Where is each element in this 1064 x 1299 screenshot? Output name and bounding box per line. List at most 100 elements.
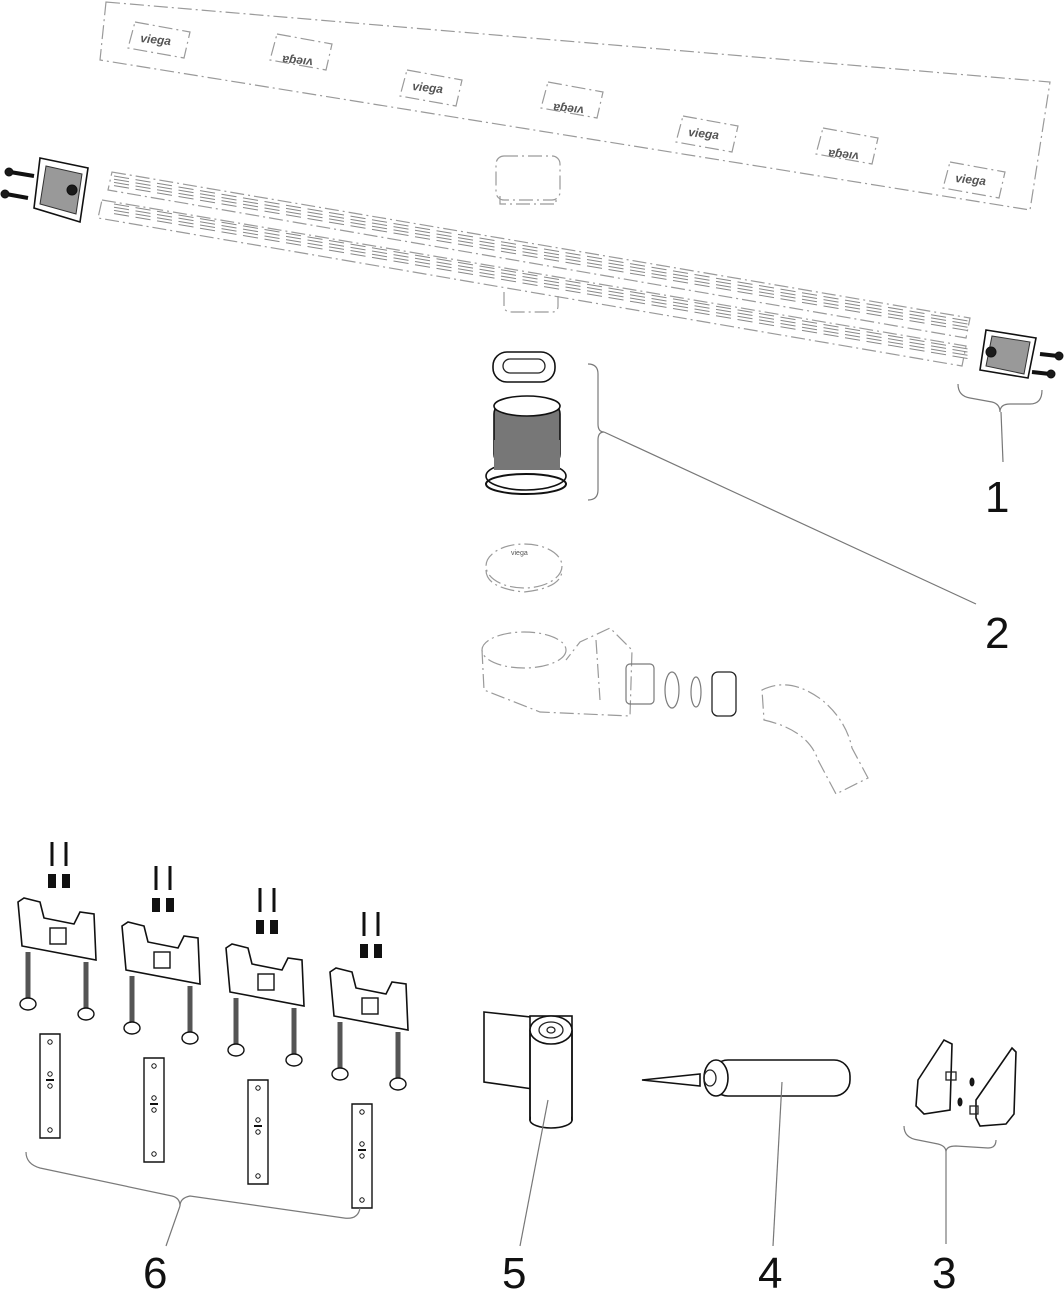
rib-line [221,221,237,226]
rib-line [543,286,560,290]
rib-line [221,231,237,235]
rib-line [909,316,925,321]
rib-line [629,263,646,267]
rib-line [371,247,388,251]
rib-line [350,243,366,248]
rib-line [414,229,431,234]
foot-pad [123,1021,141,1035]
mounting-plate [39,1033,61,1139]
rib-line [371,250,388,254]
rib-line [328,249,345,254]
mounting-plate [247,1079,269,1185]
rib-line [844,327,861,332]
bracket [329,967,409,1031]
rib-line [371,228,388,233]
plate-hole [151,1063,157,1069]
rib-line [113,175,130,179]
anchor-icon [360,944,368,958]
rib-line [350,253,366,257]
rib-line [242,235,259,239]
rib-line [780,288,796,293]
plate-hole [47,1039,53,1045]
rib-line [242,207,259,211]
rib-line [780,291,796,296]
rib-line [393,229,409,233]
rib-line [436,236,452,241]
rib-line [285,232,302,237]
rib-line [608,293,624,298]
rib-line [930,317,947,321]
rib-line [242,203,259,208]
rib-line [866,334,882,338]
rib-line [178,189,194,194]
rib-line [909,310,925,315]
rib-line [436,239,452,244]
bracket [225,943,305,1007]
rib-line [758,316,775,320]
rib-line [479,237,495,242]
bracket-window [257,973,275,991]
rib-line [887,341,904,345]
rib-line [350,222,366,226]
rib-line [393,260,409,265]
rib-line [844,302,861,307]
plate-hole [255,1117,261,1123]
rib-line [952,317,968,322]
rib-line [565,255,581,259]
rib-line [414,264,431,268]
rib-line [414,236,431,240]
rib-line [199,196,216,200]
rib-line [823,330,839,334]
rib-line [156,189,173,193]
rib-line [586,287,603,291]
rib-line [457,261,474,266]
rib-line [479,265,495,270]
rib-line [350,215,366,220]
rib-line [930,345,947,349]
rib-line [522,254,538,258]
rib-line [307,208,323,212]
rib-line [629,294,646,298]
svg-text:viega: viega [955,171,987,188]
rib-line [586,265,603,269]
rib-line [608,297,624,301]
rib-line [737,281,753,285]
rib-line [801,329,818,334]
rib-line [758,313,775,317]
rib-line [866,337,882,342]
rib-line [909,348,925,352]
rib-line [608,265,624,270]
rib-line [672,301,689,306]
cover-strip: viega ɐɓǝıʌ viega ɐɓǝıʌ viega ɐɓǝıʌ vieg… [99,1,1051,211]
screw-icon [4,167,35,178]
plate-hole [359,1141,365,1147]
rib-line [543,258,560,262]
rib-line [887,338,904,342]
rib-line [135,185,151,190]
rib-line [328,246,345,250]
plate-hole [151,1107,157,1113]
rib-line [135,182,151,186]
trap-insert [485,351,567,495]
rib-line [586,290,603,294]
rib-line [866,309,882,314]
rib-line [844,299,861,304]
brand-label-4: ɐɓǝıʌ [540,81,604,119]
protective-cap: viega [485,543,563,593]
rib-line [930,342,947,346]
rib-line [952,349,968,353]
rib-line [715,305,732,310]
rib-line [135,216,151,221]
rib-line [608,262,624,267]
rib-line [823,333,839,338]
rib-line [866,340,882,345]
rib-line [522,272,538,277]
plate-hole [255,1173,261,1179]
rib-line [221,224,237,229]
rib-line [543,251,560,256]
rib-line [414,261,431,265]
svg-text:ɐɓǝıʌ: ɐɓǝıʌ [828,145,860,162]
rib-line [113,213,130,217]
rib-line [285,207,302,212]
rib-line [178,220,194,225]
